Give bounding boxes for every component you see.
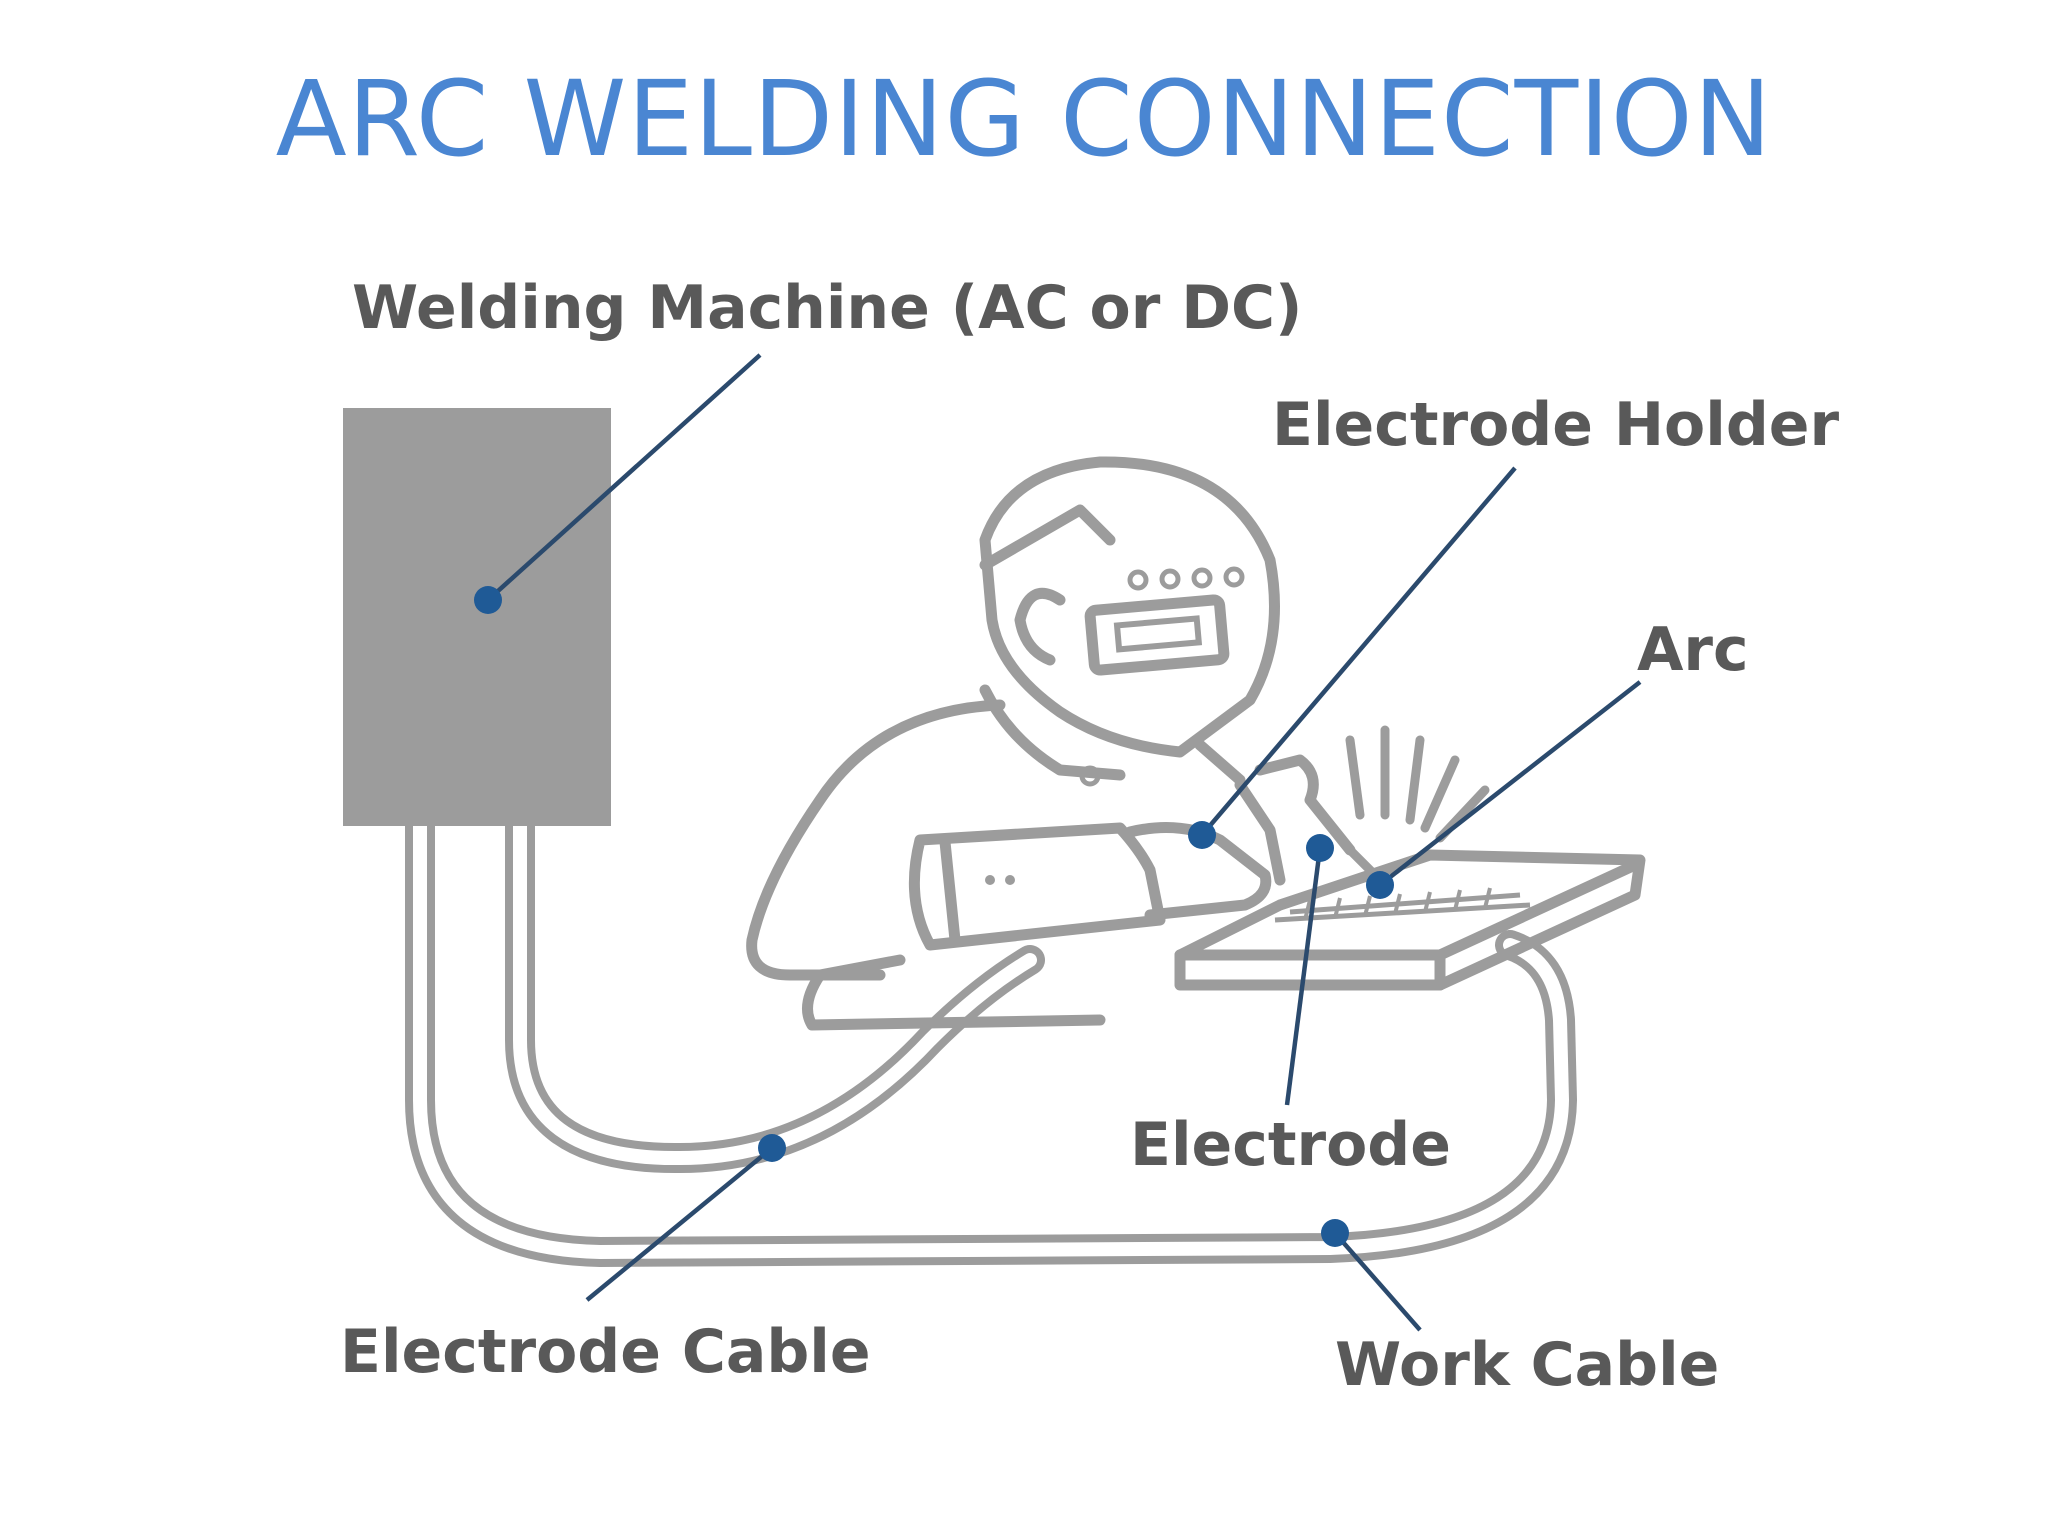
pointer-electrode-cable — [585, 1134, 786, 1302]
work-cable — [405, 805, 1577, 1267]
workpiece-icon — [1174, 849, 1646, 991]
welder-icon — [746, 684, 1272, 1031]
electrode-holder-icon — [1194, 739, 1356, 886]
pointer-machine — [474, 353, 762, 614]
label-arc: Arc — [1637, 615, 1749, 685]
label-welding-machine: Welding Machine (AC or DC) — [352, 273, 1302, 343]
label-work-cable: Work Cable — [1335, 1330, 1719, 1400]
pointer-holder — [1188, 466, 1517, 849]
page-title: ARC WELDING CONNECTION — [275, 58, 1773, 180]
arc-sparks-icon — [1345, 725, 1490, 843]
label-electrode-holder: Electrode Holder — [1272, 390, 1839, 460]
pointer-work-cable — [1321, 1219, 1422, 1332]
pointer-electrode — [1284, 834, 1334, 1106]
label-electrode-cable: Electrode Cable — [340, 1317, 871, 1387]
pointer-arc — [1366, 680, 1642, 899]
welding-helmet-icon — [979, 456, 1280, 758]
welding-machine-icon — [343, 408, 611, 826]
label-electrode: Electrode — [1130, 1110, 1451, 1180]
